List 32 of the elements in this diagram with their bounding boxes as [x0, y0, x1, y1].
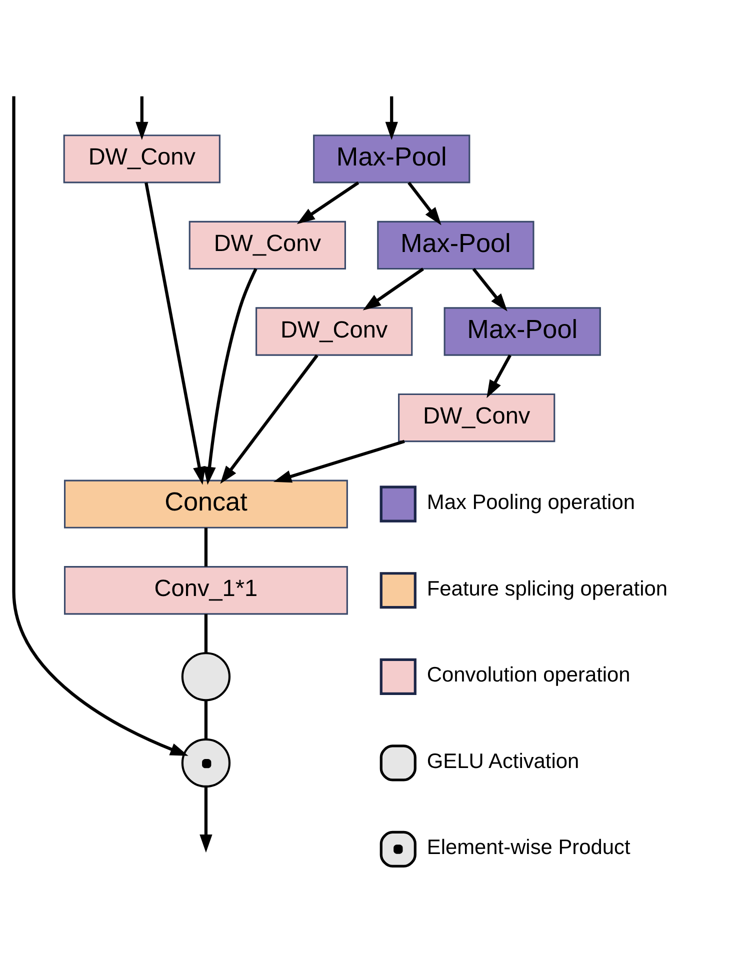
arrow — [472, 267, 508, 311]
arrow — [203, 268, 258, 484]
legend-label: Max Pooling operation — [426, 490, 635, 514]
connector — [204, 700, 208, 739]
node-box: Conv_1*1 — [64, 566, 348, 614]
arrow — [385, 96, 398, 140]
arrow — [408, 181, 442, 225]
node-circle — [181, 738, 231, 788]
node-box: DW_Conv — [63, 134, 220, 183]
node-box: DW_Conv — [188, 220, 346, 270]
arrow — [273, 439, 405, 482]
node-box: DW_Conv — [398, 392, 556, 442]
arrow — [362, 267, 424, 310]
node-circle — [181, 652, 231, 701]
arrow — [486, 354, 512, 398]
connector — [204, 527, 208, 566]
node-box: DW_Conv — [256, 306, 413, 356]
node-box: Max-Pool — [377, 220, 534, 270]
arrow — [144, 182, 206, 484]
legend-label: Feature splicing operation — [426, 576, 668, 600]
legend-label: Element-wise Product — [426, 836, 630, 859]
arrow — [296, 180, 360, 224]
connector — [204, 614, 208, 652]
arrow — [136, 96, 148, 140]
node-box: Max-Pool — [444, 306, 601, 356]
arrow — [200, 786, 212, 852]
legend-label: Convolution operation — [426, 663, 630, 686]
arrow — [220, 354, 318, 484]
legend-label: GELU Activation — [426, 749, 580, 772]
arrow — [12, 96, 188, 756]
node-box: Concat — [64, 479, 348, 528]
node-box: Max-Pool — [313, 134, 470, 183]
